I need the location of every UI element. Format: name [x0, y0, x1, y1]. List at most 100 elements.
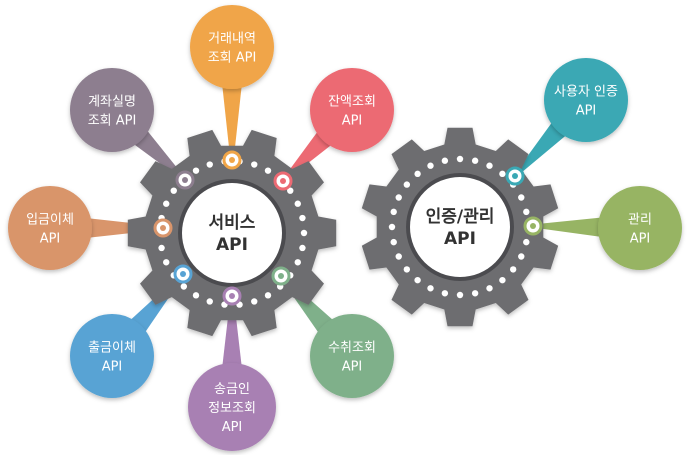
- gear-dot: [163, 200, 170, 207]
- node-transaction-history-label: 조회 API: [208, 51, 257, 66]
- gear-dot: [518, 194, 525, 201]
- gear-dot: [180, 283, 188, 290]
- node-recipient-inquiry-label: 수취조회: [328, 341, 376, 356]
- gear-service-hub: [182, 183, 282, 283]
- node-account-verification-label: 계좌실명: [88, 95, 136, 110]
- anchor-dot: [280, 178, 286, 184]
- node-recipient-inquiry-label: API: [342, 360, 363, 375]
- gear-dot: [509, 266, 517, 273]
- node-remittance-info-bubble[interactable]: [188, 363, 276, 451]
- gear-dot: [170, 187, 177, 194]
- anchor-dot: [160, 225, 166, 231]
- node-user-auth-bubble[interactable]: [544, 58, 628, 142]
- connector-management: [541, 217, 605, 238]
- gear-dot: [395, 194, 402, 201]
- gear-dot: [471, 157, 479, 164]
- gear-dot: [251, 298, 258, 305]
- gear-dot: [287, 187, 294, 194]
- gear-dot: [456, 155, 464, 163]
- anchor-dot: [512, 173, 518, 179]
- gear-service-label: API: [216, 235, 248, 255]
- gear-dot: [427, 285, 434, 292]
- node-withdrawal-transfer[interactable]: 출금이체 API: [70, 314, 154, 398]
- anchor-dot: [180, 271, 186, 277]
- gear-dot: [471, 290, 479, 297]
- node-recipient-inquiry[interactable]: 수취조회 API: [310, 314, 394, 398]
- gear-dot: [486, 285, 493, 292]
- connector-deposit-transfer: [86, 218, 155, 238]
- node-withdrawal-transfer-bubble[interactable]: [70, 314, 154, 398]
- gear-dot: [395, 253, 402, 260]
- anchor-management: [523, 216, 543, 236]
- gear-dot: [414, 276, 421, 284]
- node-withdrawal-transfer-label: 출금이체: [88, 341, 136, 356]
- connector-remittance-info: [222, 304, 242, 369]
- gear-dot: [299, 214, 306, 222]
- node-user-auth-label: API: [576, 104, 597, 119]
- connector-balance-inquiry: [286, 128, 335, 177]
- gear-dot: [403, 266, 411, 273]
- anchor-transaction-history: [222, 150, 242, 170]
- node-balance-inquiry-bubble[interactable]: [310, 68, 394, 152]
- node-transaction-history-label: 거래내역: [208, 32, 256, 47]
- node-deposit-transfer-label: 입금이체: [26, 213, 74, 228]
- anchor-withdrawal-transfer: [173, 264, 193, 284]
- node-balance-inquiry[interactable]: 잔액조회 API: [310, 68, 394, 152]
- anchor-remittance-info: [222, 286, 242, 306]
- gear-dot: [499, 276, 506, 284]
- node-user-auth-label: 사용자 인증: [554, 85, 618, 100]
- node-user-auth[interactable]: 사용자 인증 API: [544, 58, 628, 142]
- anchor-recipient-inquiry: [271, 266, 291, 286]
- anchor-account-verification: [175, 170, 195, 190]
- gear-dot: [441, 157, 449, 164]
- gear-dot: [388, 223, 396, 231]
- node-management-bubble[interactable]: [598, 186, 682, 270]
- gear-dot: [403, 181, 411, 188]
- gear-auth-hub: [410, 177, 510, 277]
- gear-dot: [441, 290, 449, 297]
- node-remittance-info-label: API: [222, 420, 243, 435]
- gear-dot: [294, 200, 301, 207]
- node-remittance-info-label: 송금인: [214, 382, 250, 397]
- gear-service-label: 서비스: [209, 213, 256, 233]
- gear-dot: [390, 238, 397, 246]
- connector-transaction-history: [222, 83, 242, 152]
- gear-dot: [486, 162, 493, 169]
- connector-user-auth: [518, 119, 569, 172]
- gear-dot: [390, 208, 397, 216]
- gear-dot: [427, 162, 434, 169]
- node-deposit-transfer-bubble[interactable]: [8, 186, 92, 270]
- connector-account-verification: [131, 127, 181, 177]
- node-balance-inquiry-label: 잔액조회: [328, 95, 376, 110]
- node-withdrawal-transfer-label: API: [102, 360, 123, 375]
- anchor-deposit-transfer: [153, 218, 173, 238]
- gear-dot: [456, 291, 464, 299]
- node-account-verification-bubble[interactable]: [70, 68, 154, 152]
- gear-dot: [206, 298, 213, 305]
- node-transaction-history-bubble[interactable]: [190, 5, 274, 89]
- anchor-dot: [530, 223, 536, 229]
- gear-dot: [294, 259, 301, 266]
- node-recipient-inquiry-bubble[interactable]: [310, 314, 394, 398]
- anchor-dot: [229, 293, 235, 299]
- gear-dot: [523, 238, 530, 246]
- anchor-dot: [278, 273, 284, 279]
- gear-dot: [264, 167, 272, 174]
- node-management-label: 관리: [628, 213, 652, 228]
- anchor-user-auth: [505, 166, 525, 186]
- gear-dot: [299, 244, 306, 252]
- node-remittance-info-label: 정보조회: [208, 401, 256, 416]
- gear-dot: [158, 244, 165, 252]
- gear-dot: [163, 259, 170, 266]
- node-balance-inquiry-label: API: [342, 114, 363, 129]
- node-account-verification-label: 조회 API: [88, 114, 137, 129]
- gear-dot: [264, 292, 272, 299]
- gear-dot: [192, 292, 200, 299]
